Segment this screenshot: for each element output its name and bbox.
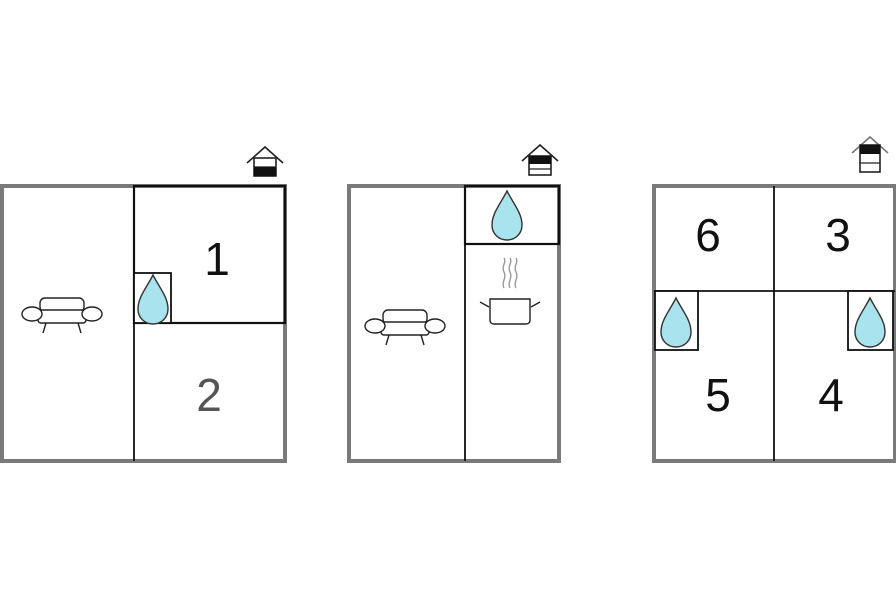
bathroom-box bbox=[133, 272, 172, 325]
room-number-5: 5 bbox=[705, 369, 731, 421]
room-number-4: 4 bbox=[818, 369, 844, 421]
room-number-2: 2 bbox=[196, 369, 222, 421]
room-number-6: 6 bbox=[695, 209, 721, 261]
cooking-pot-icon bbox=[479, 257, 541, 325]
water-drop-icon bbox=[491, 190, 523, 241]
room-number-1: 1 bbox=[204, 233, 230, 285]
bathroom-box bbox=[463, 184, 561, 246]
bathroom-box-right bbox=[847, 290, 894, 351]
floor-middle bbox=[347, 143, 561, 463]
sofa-icon bbox=[21, 297, 103, 334]
level-marker-icon bbox=[851, 135, 889, 173]
floor-left: 1 2 bbox=[0, 145, 287, 463]
floor-right: 6 3 5 4 bbox=[652, 135, 896, 463]
level-marker-icon bbox=[246, 145, 284, 177]
room-1 bbox=[132, 184, 287, 325]
outer-wall bbox=[347, 184, 561, 463]
level-marker-icon bbox=[521, 143, 559, 176]
room-number-3: 3 bbox=[825, 209, 851, 261]
sofa-icon bbox=[364, 309, 446, 346]
bathroom-box-left bbox=[654, 290, 699, 351]
